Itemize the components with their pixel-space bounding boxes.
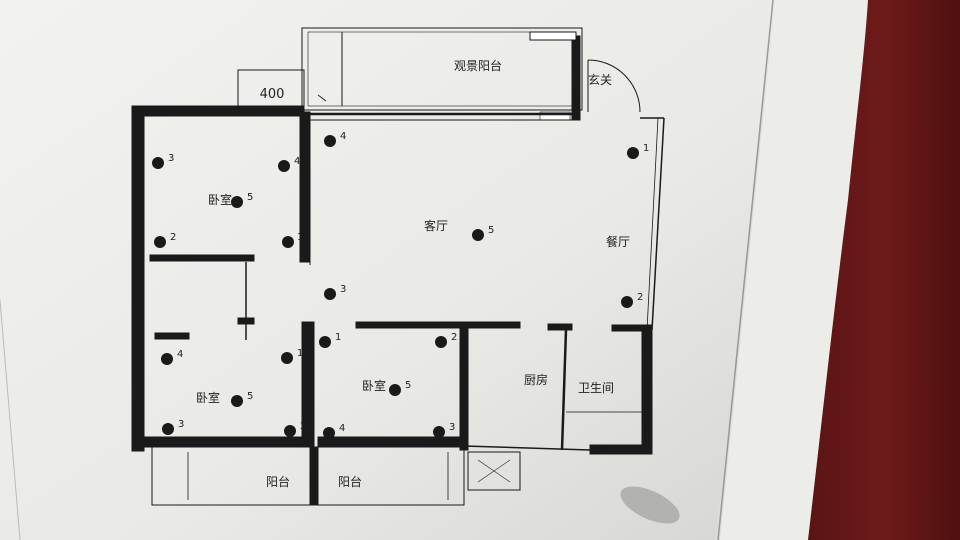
room-label-balcony-s: 阳台 [338,474,362,489]
point-marker: 1 [281,348,303,364]
point-label: 3 [178,419,184,430]
point-marker: 3 [162,419,184,435]
point-label: 5 [488,225,494,236]
dimension-label: 400 [260,87,285,102]
point-label: 1 [335,332,341,343]
point-marker: 5 [389,380,411,396]
point-marker: 4 [324,131,346,147]
point-label: 3 [340,284,346,295]
point-marker: 1 [282,232,303,248]
paper-fold-line [717,0,774,540]
room-label-bedroom-nw: 卧室 [208,192,232,207]
plan-walls [131,27,665,506]
point-label: 2 [637,292,643,303]
point-label: 5 [247,391,253,402]
room-label-balcony-top: 观景阳台 [454,58,502,73]
point-label: 4 [177,349,183,360]
measurement-points: 4 3 4 5 2 1 5 1 3 2 4 1 1 5 3 2 2 5 4 3 [152,131,649,439]
point-label: 1 [643,143,649,154]
point-label: 3 [168,153,174,164]
point-label: 4 [340,131,346,142]
point-label: 2 [170,232,176,243]
point-marker: 3 [324,284,346,300]
point-label: 1 [297,232,303,243]
point-marker: 1 [319,332,341,348]
point-label: 4 [339,423,345,434]
room-label-dining-room: 餐厅 [606,234,630,249]
point-label: 2 [300,421,306,432]
smudge [620,486,680,524]
point-marker: 5 [472,225,494,241]
point-marker: 2 [435,332,457,348]
point-label: 5 [247,192,253,203]
point-marker: 3 [152,153,174,169]
point-marker: 3 [433,422,455,438]
point-marker: 4 [278,156,300,172]
room-label-living-room: 客厅 [424,218,448,233]
room-label-balcony-sw: 阳台 [266,474,290,489]
point-marker: 2 [621,292,643,308]
point-label: 2 [451,332,457,343]
point-marker: 5 [231,192,253,208]
point-marker: 4 [161,349,183,365]
point-marker: 4 [323,423,345,439]
point-marker: 5 [231,391,253,407]
point-label: 4 [294,156,300,167]
point-label: 3 [449,422,455,433]
point-label: 1 [297,348,303,359]
room-label-bedroom-sw: 卧室 [196,390,220,405]
room-label-entrance: 玄关 [588,72,612,87]
point-marker: 1 [627,143,649,159]
point-marker: 2 [154,232,176,248]
room-label-bathroom: 卫生间 [578,381,614,395]
room-label-kitchen: 厨房 [524,372,548,387]
paper-sheet-main [0,0,775,540]
point-marker: 2 [284,421,306,437]
point-label: 5 [405,380,411,391]
red-cloth [808,0,960,540]
paper-edge-left [0,299,21,540]
room-label-bedroom-s: 卧室 [362,378,386,393]
